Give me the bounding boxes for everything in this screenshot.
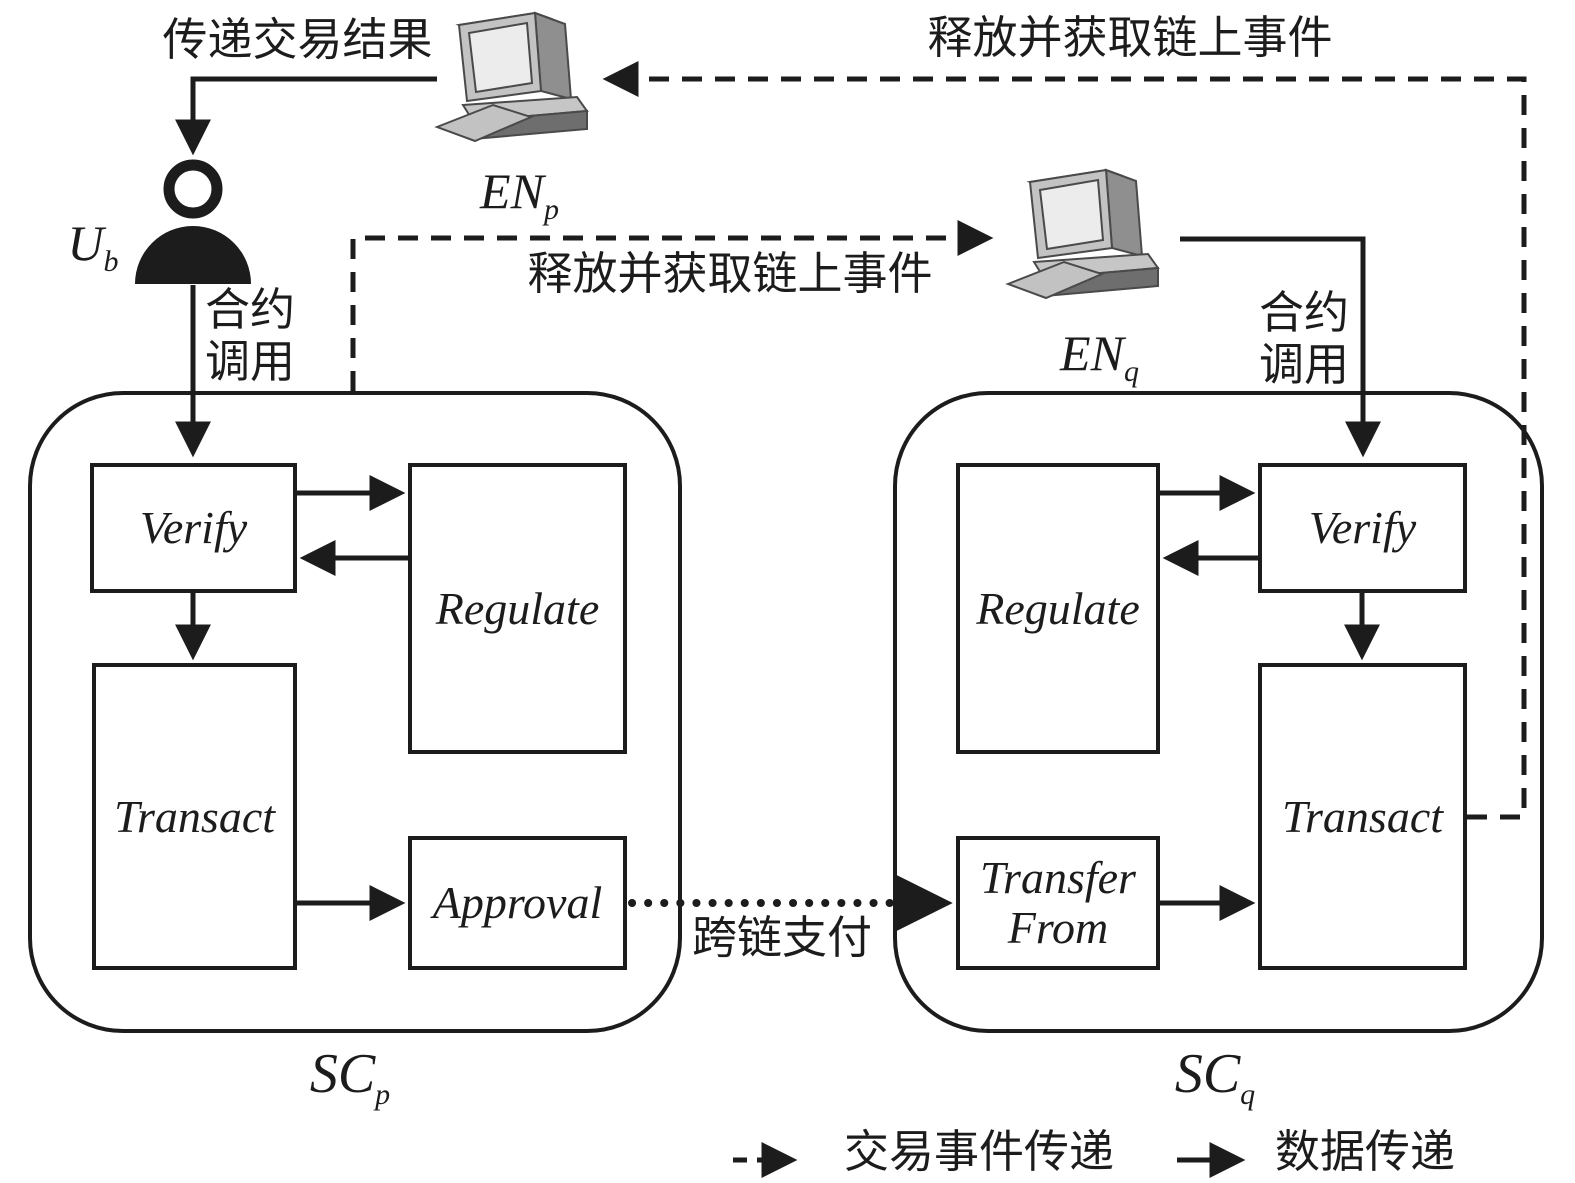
arrow-deliver-result: [175, 76, 437, 156]
caption-contract-call-right: 合约调用: [1252, 287, 1356, 391]
contract-call-left-line1: 合约: [204, 285, 295, 335]
scp-regulate-label: Regulate: [435, 582, 600, 634]
scp-verify-box: Verify: [90, 463, 297, 593]
legend-data-transfer-label: 数据传递: [1274, 1127, 1455, 1177]
scq-label-main: SC: [1174, 1043, 1241, 1105]
enp-label: ENp: [462, 162, 577, 225]
enq-label-main: EN: [1060, 325, 1124, 381]
scp-transact-box: Transact: [92, 663, 297, 970]
dashed-arrow-events-scp-to-enq: [350, 220, 994, 391]
scq-transact-label: Transact: [1281, 790, 1444, 842]
caption-release-fetch-events-mid: 释放并获取链上事件: [527, 249, 933, 299]
enq-label-sub: q: [1123, 355, 1139, 388]
scq-regulate-label: Regulate: [976, 582, 1140, 634]
scq-transferfrom-line2: From: [1007, 902, 1109, 953]
enq-label: ENq: [1042, 324, 1157, 387]
scq-regulate-box: Regulate: [956, 463, 1160, 754]
scp-approval-box: Approval: [408, 836, 627, 970]
scq-verify-label: Verify: [1308, 502, 1417, 554]
scp-transact-label: Transact: [113, 790, 276, 842]
scq-verify-box: Verify: [1258, 463, 1467, 593]
desktop-computer-icon-enq: [1005, 168, 1160, 300]
smart-contract-sc-q: [893, 391, 1544, 1033]
caption-cross-chain-payment: 跨链支付: [691, 913, 872, 963]
scp-label-main: SC: [309, 1043, 376, 1105]
caption-deliver-tx-result: 传递交易结果: [162, 15, 433, 65]
scp-label-sub: p: [375, 1078, 391, 1112]
user-label-main: U: [67, 215, 104, 271]
smart-contract-sc-p: [28, 391, 682, 1033]
person-icon: [135, 159, 251, 284]
contract-call-right-line2: 调用: [1258, 340, 1349, 390]
scq-label-sub: q: [1240, 1078, 1256, 1112]
contract-call-right-line1: 合约: [1258, 288, 1349, 338]
scq-transact-box: Transact: [1258, 663, 1467, 970]
arrow-contract-call-right: [1180, 236, 1381, 458]
enp-label-sub: p: [543, 193, 559, 226]
scq-label: SCq: [1145, 1042, 1285, 1110]
contract-call-left-line2: 调用: [204, 337, 295, 387]
user-label-sub: b: [103, 245, 119, 278]
caption-contract-call-left: 合约调用: [198, 284, 302, 388]
scq-transferfrom-line1: Transfer: [980, 852, 1136, 904]
desktop-computer-icon-enp: [434, 11, 589, 143]
legend-event-transfer-label: 交易事件传递: [843, 1127, 1114, 1177]
enp-label-main: EN: [480, 163, 544, 219]
scp-approval-label: Approval: [432, 877, 603, 929]
scp-regulate-box: Regulate: [408, 463, 627, 754]
scp-verify-label: Verify: [139, 502, 248, 554]
user-label: Ub: [48, 214, 138, 277]
caption-release-fetch-events-top: 释放并获取链上事件: [927, 13, 1333, 63]
scp-label: SCp: [280, 1042, 420, 1110]
